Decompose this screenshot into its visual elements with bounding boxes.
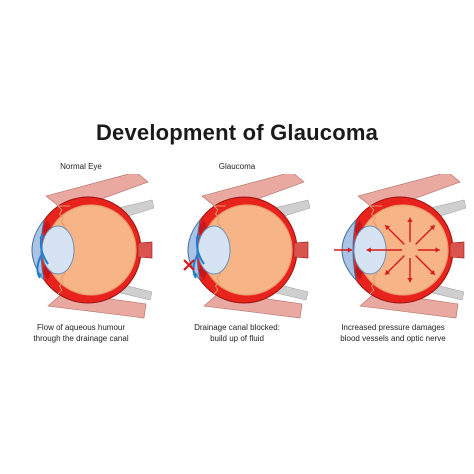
caption-pressure: Increased pressure damages blood vessels…	[318, 322, 468, 344]
pressure-arrow	[384, 224, 405, 245]
flow-arrowhead	[195, 234, 201, 239]
panel-normal-eye: Normal Eye Flow of aqueous humour throug…	[6, 162, 156, 362]
pressure-arrow	[384, 255, 405, 276]
pressure-arrowhead	[385, 269, 391, 275]
caption-normal-eye: Flow of aqueous humour through the drain…	[6, 322, 156, 344]
panel-label-normal-eye: Normal Eye	[60, 162, 102, 171]
pressure-arrowhead	[429, 269, 435, 275]
caption-line-1: Drainage canal blocked:	[194, 323, 280, 332]
optic-nerve	[137, 241, 153, 259]
caption-line-1: Flow of aqueous humour	[36, 323, 126, 332]
pressure-arrowhead	[429, 225, 435, 231]
blocked-x-mark	[183, 259, 195, 271]
panel-increased-pressure: Increased pressure damages blood vessels…	[318, 162, 468, 362]
panel-label-glaucoma: Glaucoma	[218, 162, 256, 171]
caption-glaucoma: Drainage canal blocked: build up of flui…	[162, 322, 312, 344]
lens	[197, 225, 231, 275]
pressure-arrowhead	[407, 217, 413, 222]
pressure-arrow	[415, 224, 436, 245]
diagram-title: Development of Glaucoma	[95, 120, 379, 145]
eye-illustration-glaucoma	[183, 174, 311, 319]
eye-illustration-normal	[31, 174, 155, 319]
flow-arrowhead	[39, 234, 45, 239]
eye-base	[183, 174, 311, 319]
flow-arrowhead	[192, 273, 198, 278]
eye-base	[334, 174, 467, 319]
caption-line-1: Increased pressure damages	[341, 323, 445, 332]
pressure-arrowhead	[385, 225, 391, 231]
panel-glaucoma: Glaucoma Drainage canal blocked: build u…	[162, 162, 312, 362]
caption-line-2: blood vessels and optic nerve	[340, 334, 446, 343]
caption-line-2: through the drainage canal	[33, 334, 129, 343]
eye-illustration-pressure	[334, 174, 467, 319]
pressure-arrowhead	[435, 247, 440, 253]
lens	[41, 225, 75, 275]
flow-arrowhead	[36, 273, 42, 278]
caption-line-2: build up of fluid	[210, 334, 264, 343]
pressure-arrowhead	[366, 247, 371, 253]
optic-nerve	[293, 241, 309, 259]
pressure-arrowhead	[407, 278, 413, 283]
optic-nerve	[449, 241, 465, 259]
pressure-arrow	[415, 255, 436, 276]
eye-base	[31, 174, 155, 319]
pressure-arrowhead	[347, 247, 352, 253]
